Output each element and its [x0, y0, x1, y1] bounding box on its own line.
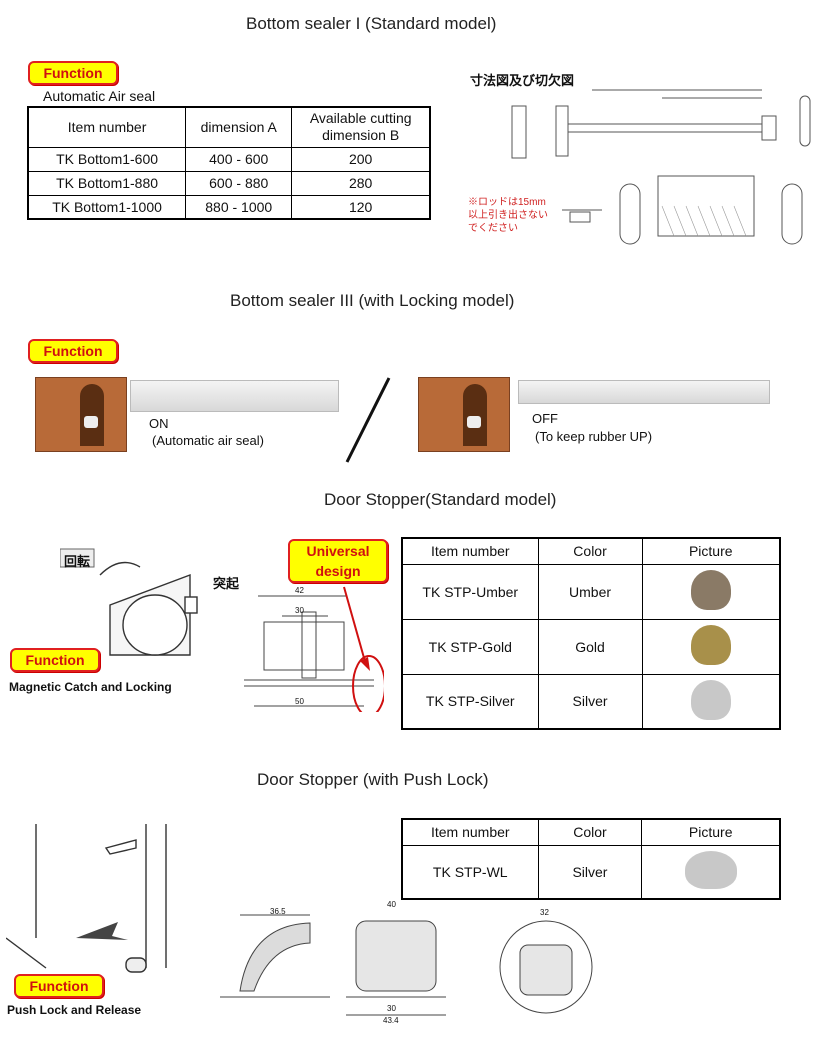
section-title-stopper-push: Door Stopper (with Push Lock) [257, 770, 489, 789]
cell: TK Bottom1-880 [27, 170, 187, 196]
stopper-std-caption: Magnetic Catch and Locking [9, 680, 172, 694]
sealer1-drawing: 寸法図及び切欠図 ※ロッドは15mm以上引き出さないでください [462, 66, 822, 262]
push-dim-3: 32 [540, 908, 549, 917]
cell: 280 [291, 170, 431, 196]
function-badge: Function [10, 648, 100, 672]
picture-silver [641, 673, 781, 730]
section-title-sealer3: Bottom sealer III (with Locking model) [230, 291, 515, 310]
push-dim-2: 40 [387, 900, 396, 909]
drawing-note: ※ロッドは15mm以上引き出さないでください [468, 197, 548, 234]
stopper-push-drawing [220, 914, 593, 1016]
sealer-bar-on [130, 380, 339, 412]
picture-silver [641, 844, 781, 900]
section-title-stopper-std: Door Stopper(Standard model) [324, 490, 557, 509]
on-label: ON [149, 416, 169, 431]
dim-bottom: 50 [295, 697, 304, 706]
table-row: TK STP-Umber Umber [401, 563, 781, 620]
magnetic-catch-illustration [60, 548, 238, 656]
cell: 880 - 1000 [185, 194, 293, 220]
function-badge: Function [28, 61, 118, 85]
arrow-to-detail [343, 586, 370, 671]
header-picture: Picture [641, 818, 781, 846]
cell: 120 [291, 194, 431, 220]
sealer-bar-off [518, 380, 770, 404]
header-item-number: Item number [27, 106, 187, 148]
table-row: TK STP-Silver Silver [401, 673, 781, 730]
stopper-std-drawing [244, 595, 384, 712]
sealer1-table: Item number dimension A Available cuttin… [27, 106, 431, 220]
picture-umber [641, 563, 781, 620]
header-item-number: Item number [401, 818, 539, 846]
cell: TK Bottom1-1000 [27, 194, 187, 220]
door-illustration-off [418, 377, 510, 452]
push-dim-5: 43.4 [383, 1016, 399, 1025]
push-dim-1: 36.5 [270, 907, 286, 916]
picture-gold [641, 618, 781, 675]
cell: Gold [537, 618, 643, 675]
stopper-std-table: Item number Color Picture TK STP-Umber U… [401, 537, 781, 730]
section-title-sealer1: Bottom sealer I (Standard model) [246, 14, 497, 33]
dim-mid: 30 [295, 606, 304, 615]
cell: 600 - 880 [185, 170, 293, 196]
cell: 400 - 600 [185, 146, 293, 172]
cell: 200 [291, 146, 431, 172]
cell: Silver [537, 844, 643, 900]
cell: Silver [537, 673, 643, 730]
cell: TK Bottom1-600 [27, 146, 187, 172]
header-color: Color [537, 537, 643, 565]
header-picture: Picture [641, 537, 781, 565]
drawing-title: 寸法図及び切欠図 [470, 73, 575, 88]
cell: TK STP-Umber [401, 563, 539, 620]
universal-design-badge: Universal design [288, 539, 388, 583]
table-row: TK STP-WL Silver [401, 844, 781, 900]
door-illustration-on [35, 377, 127, 452]
jp-rotate-label: 回転 [64, 554, 91, 569]
sealer1-subtitle: Automatic Air seal [43, 88, 156, 104]
header-dimension-b: Available cutting dimension B [291, 106, 431, 148]
push-dim-4: 30 [387, 1004, 396, 1013]
function-badge: Function [14, 974, 104, 998]
off-label: OFF [532, 411, 558, 426]
divider-slash [345, 377, 391, 463]
header-dimension-a: dimension A [185, 106, 293, 148]
drawing-lines [511, 89, 811, 245]
cell: TK STP-Silver [401, 673, 539, 730]
table-row: TK STP-Gold Gold [401, 618, 781, 675]
stopper-push-caption: Push Lock and Release [7, 1003, 142, 1017]
header-item-number: Item number [401, 537, 539, 565]
function-badge: Function [28, 339, 118, 363]
cell: Umber [537, 563, 643, 620]
table-row: TK Bottom1-1000 880 - 1000 120 [27, 194, 431, 220]
off-desc: (To keep rubber UP) [535, 429, 653, 444]
dim-top: 42 [295, 586, 304, 595]
cell: TK STP-WL [401, 844, 539, 900]
table-row: TK Bottom1-880 600 - 880 280 [27, 170, 431, 196]
on-desc: (Automatic air seal) [152, 433, 264, 448]
jp-bump-label: 突起 [213, 576, 240, 591]
header-color: Color [537, 818, 643, 846]
push-lock-illustration [6, 824, 167, 973]
stopper-push-table: Item number Color Picture TK STP-WL Silv… [401, 818, 781, 900]
cell: TK STP-Gold [401, 618, 539, 675]
table-row: TK Bottom1-600 400 - 600 200 [27, 146, 431, 172]
